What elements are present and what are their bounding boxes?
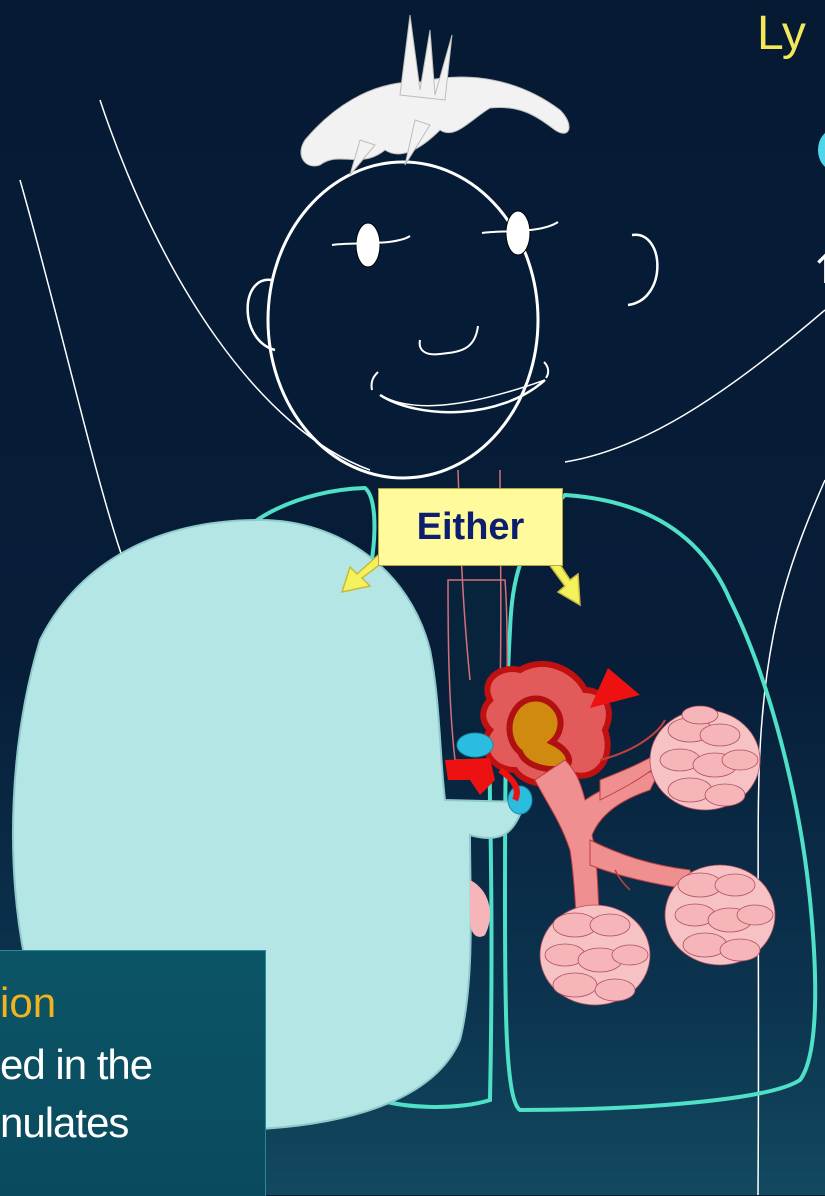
info-box-title: ion bbox=[0, 979, 56, 1027]
eye-left bbox=[356, 223, 380, 267]
info-box-line-1: ed in the bbox=[0, 1041, 152, 1089]
either-callout: Either bbox=[378, 488, 563, 566]
nose bbox=[420, 326, 478, 354]
ear-right bbox=[628, 235, 657, 305]
torso-outline-right bbox=[758, 480, 825, 1195]
arm-outline-left bbox=[20, 180, 125, 565]
hair bbox=[301, 15, 569, 175]
heading-partial: Ly bbox=[757, 6, 806, 61]
up-arrow-icon: ↑ bbox=[809, 250, 825, 290]
arm-outline-right bbox=[565, 310, 825, 462]
eye-right bbox=[506, 211, 530, 255]
pointer-triangle bbox=[590, 668, 640, 708]
head bbox=[248, 15, 658, 478]
info-box: ion ed in the nulates bbox=[0, 950, 266, 1196]
alveoli-cluster-upper bbox=[650, 706, 760, 810]
alveoli-cluster-lower bbox=[540, 905, 650, 1005]
mouth bbox=[380, 380, 545, 412]
lymph-node bbox=[483, 664, 609, 784]
info-box-line-2: nulates bbox=[0, 1099, 128, 1147]
alveoli-cluster-right bbox=[665, 865, 775, 965]
